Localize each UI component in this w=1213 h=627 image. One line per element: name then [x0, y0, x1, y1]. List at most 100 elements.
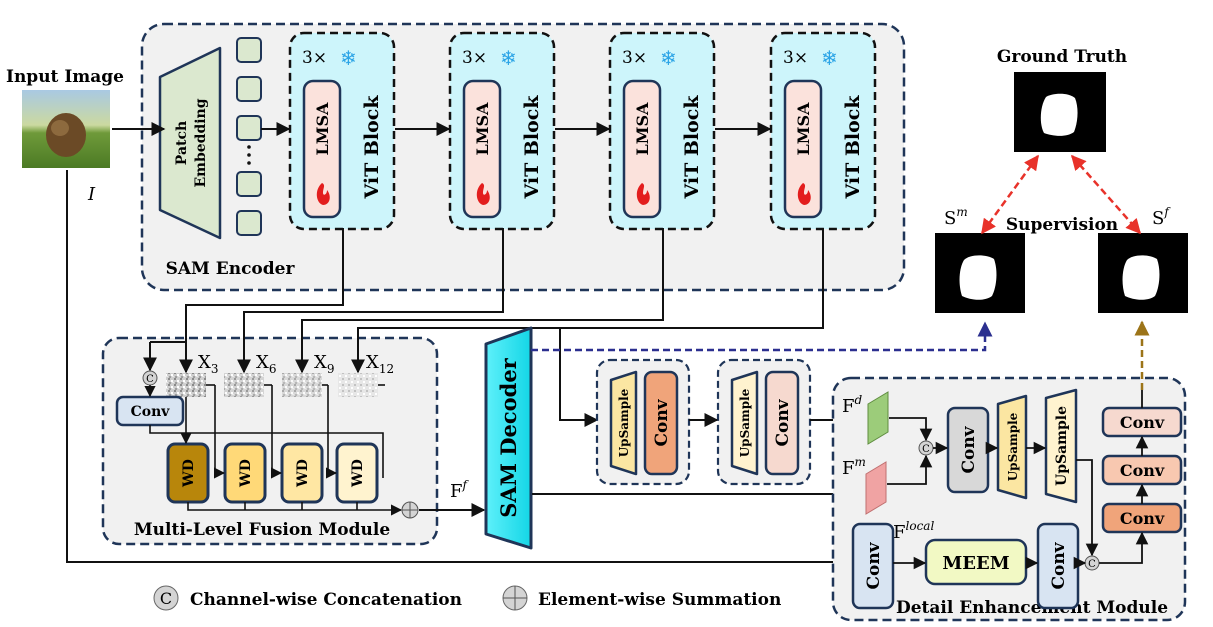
dem-conv-main-label: Conv	[959, 425, 979, 473]
sf-sup: f	[1163, 205, 1171, 219]
input-symbol: I	[87, 184, 96, 205]
lmsa-block	[783, 79, 823, 219]
fusion-conv-label: Conv	[131, 404, 171, 420]
feature-sub-x3: 3	[211, 362, 219, 376]
meem-label: MEEM	[942, 553, 1009, 574]
dem-conv-stack-2-label: Conv	[1120, 461, 1165, 480]
feature-sub-x9: 9	[327, 362, 335, 376]
snowflake-icon: ❄	[660, 46, 677, 70]
patch-token	[236, 115, 262, 141]
feature-label-x12: X	[366, 352, 379, 373]
feature-map-x9	[282, 373, 322, 397]
concat-node-label: C	[922, 444, 930, 455]
conv-block	[643, 370, 679, 476]
feature-label-x3: X	[198, 352, 211, 373]
sm-label: S	[944, 208, 956, 229]
svg-text:Flocal: Flocal	[893, 519, 934, 543]
lmsa-block	[622, 79, 662, 219]
vit-block-1: 3× ❄ LMSA ViT Block	[288, 31, 396, 231]
detail-wiring	[887, 389, 1149, 570]
vit-repeat-label: 3×	[622, 48, 647, 68]
fusion-output-sup: f	[462, 478, 470, 492]
dem-conv-after-label: Conv	[1049, 541, 1069, 589]
snowflake-icon: ❄	[500, 46, 517, 70]
token-ellipsis-dot	[247, 153, 251, 157]
vit-block-4: 3× ❄ LMSA ViT Block	[769, 31, 877, 231]
dem-conv-input-label: Conv	[864, 541, 884, 589]
feature-map-x3	[166, 373, 206, 397]
patch-embedding-label-1: Patch	[174, 121, 190, 165]
vit-block-label: ViT Block	[842, 95, 864, 200]
snowflake-icon: ❄	[821, 46, 838, 70]
dem-conv-stack-1-label: Conv	[1120, 413, 1165, 432]
vit-repeat-label: 3×	[783, 48, 808, 68]
feature-sub-x12: 12	[379, 362, 394, 376]
dem-upsample-1-label: UpSample	[1006, 412, 1020, 481]
dem-upsample-2-label: UpSample	[1054, 406, 1070, 486]
sam-decoder: SAM Decoder UpSample Conv UpSample Conv	[484, 321, 993, 550]
sum-legend-text: Element-wise Summation	[538, 590, 781, 610]
flame-icon	[636, 183, 650, 205]
patch-token	[236, 210, 262, 236]
decoder-supervision-arrow	[531, 321, 993, 352]
upsample-block	[609, 370, 638, 476]
upsample-label: UpSample	[617, 388, 631, 457]
concat-node-label: C	[1088, 559, 1096, 570]
fm-feature-map	[865, 461, 887, 515]
dem-upsample-1	[996, 394, 1028, 500]
multi-level-fusion-module: Multi-Level Fusion Module X3 X6 X9 X12 C…	[101, 336, 470, 546]
dog-silhouette	[46, 113, 86, 157]
sam-decoder-label: SAM Decoder	[496, 357, 521, 517]
supervision-arrow-left	[980, 154, 1040, 235]
lmsa-block	[302, 79, 342, 219]
detail-enhancement-module: Detail Enhancement Module Fd Fm C Conv U…	[831, 376, 1187, 622]
flocal-label: F	[893, 522, 906, 543]
svg-text:X12: X12	[366, 352, 394, 376]
svg-text:Ff: Ff	[450, 478, 470, 502]
flame-icon	[316, 183, 330, 205]
fusion-label: Multi-Level Fusion Module	[134, 520, 390, 540]
supervision-arrow-right	[1071, 154, 1141, 235]
conv-label: Conv	[773, 398, 793, 446]
patch-embedding-block	[158, 46, 222, 240]
lmsa-label: LMSA	[633, 102, 652, 156]
ground-truth-label: Ground Truth	[997, 47, 1127, 67]
supervision-section: Ground Truth Sm Supervision Sf	[935, 47, 1188, 390]
sm-sup: m	[956, 205, 967, 219]
feature-sub-x6: 6	[269, 362, 277, 376]
svg-text:Sm: Sm	[944, 205, 968, 229]
svg-text:X9: X9	[314, 352, 334, 376]
lmsa-block	[462, 79, 502, 219]
lmsa-label: LMSA	[313, 102, 332, 156]
feature-map-x12	[338, 373, 378, 397]
fd-feature-map	[867, 391, 889, 445]
fusion-wiring	[66, 170, 872, 569]
token-ellipsis-dot	[247, 161, 251, 165]
supervision-label: Supervision	[1006, 215, 1118, 235]
concat-legend-text: Channel-wise Concatenation	[190, 590, 462, 610]
fm-label: F	[842, 458, 855, 479]
legend: C Channel-wise Concatenation Element-wis…	[153, 585, 781, 611]
vit-block-label: ViT Block	[361, 95, 383, 200]
conv-block	[764, 370, 800, 476]
fd-label: F	[842, 396, 855, 417]
concat-legend-symbol: C	[160, 589, 172, 608]
patch-token	[236, 76, 262, 102]
vit-repeat-label: 3×	[462, 48, 487, 68]
input-image-title: Input Image	[6, 67, 124, 87]
svg-text:X3: X3	[198, 352, 218, 376]
feature-map-x6	[224, 373, 264, 397]
dem-conv-stack-3-label: Conv	[1120, 509, 1165, 528]
svg-text:Fm: Fm	[842, 455, 866, 479]
token-ellipsis-dot	[247, 145, 251, 149]
conv-label: Conv	[652, 398, 672, 446]
flame-icon	[797, 183, 811, 205]
wd-label: WD	[350, 459, 366, 488]
patch-token	[236, 37, 262, 63]
detail-label: Detail Enhancement Module	[896, 598, 1168, 618]
upsample-block	[730, 370, 759, 476]
concat-legend-icon	[153, 585, 179, 611]
dem-upsample-2	[1044, 388, 1078, 504]
svg-text:Sf: Sf	[1152, 205, 1171, 229]
